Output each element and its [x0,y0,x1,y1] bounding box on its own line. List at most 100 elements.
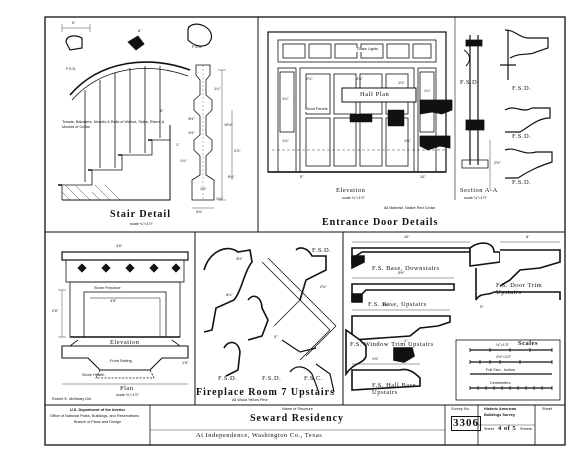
door-dim: 2½" [494,161,501,165]
door-dim: 5" [300,175,304,179]
moulding-dim: 5½" [398,271,405,275]
stair-dim: 6" [160,109,164,113]
moulding-dim: 9" [480,305,484,309]
scale-row: ¾"=1'0" [496,343,510,347]
moulding-label: F.S. Window Trim Upstairs [350,341,434,348]
entrance-door-title: Entrance Door Details [322,217,439,228]
stair-dim: 1½" [188,131,195,135]
agency-line: Office of National Parks, Buildings, and… [50,414,139,418]
stair-dim: 10½" [224,123,233,127]
stair-dim: 6" [138,29,142,33]
scale-row: Centimeters [490,381,511,385]
door-elevation-drawing [267,31,453,173]
title-block-lines [149,405,536,445]
front-setting-label: Front Setting [110,359,132,363]
stair-material-note: Treads, Balusters, Newels & Rails of Wal… [62,120,165,129]
door-profile-label: F.S.D. [512,85,532,92]
scale-row: Full Size - Inches [486,368,516,372]
fireplace-profile-label: F.S.C. [304,375,323,382]
door-profile-label: F.S.D. [512,179,532,186]
scales-box [455,339,561,401]
fireplace-dim: 4'8" [110,299,117,303]
stair-dim: 1" [176,143,180,147]
moulding-label: F.S. Base, Downstairs [372,265,440,272]
agency-line: Branch of Plans and Design [74,420,122,424]
moulding-label: F.S. Base, Upstairs [368,301,427,308]
section-aa-scale: scale ¾"=1'0" [464,196,487,200]
door-dim: 1¼" [424,89,431,93]
fireplace-dim: 1'8" [182,361,189,365]
building-location: At Independence, Washington Co., Texas [196,432,323,439]
survey-title-line: Historic American [484,407,517,411]
stair-dim: 5" [72,21,76,25]
door-profile-label: F.S.D. [460,79,480,86]
fireplace-profiles-drawing [203,247,337,393]
door-dim: 1⅛" [398,81,405,85]
door-dim: 2⅛" [306,77,313,81]
scales-title: Scales [518,340,538,347]
stair-newel-profile-label: F.S.D. [192,45,203,49]
stone-fireplace-label: Stone Fireplace [94,286,121,290]
moulding-dimension-lines [352,241,560,365]
stair-dim: 1¾" [180,159,187,163]
fireplace-profile-label: F.S.D. [262,375,282,382]
fireplace-plan-label: Plan [120,385,134,392]
moulding-profiles-drawing [345,242,561,391]
fireplace-elevation-drawing [58,251,189,338]
stair-dim: 1¾" [216,197,223,201]
glass-lights-label: Glass Lights [356,47,379,52]
stair-dim: 8¼" [228,175,235,179]
fireplace-dim: 2'6" [52,309,59,313]
door-elevation-scale: scale ¾"=1'0" [342,196,365,200]
sheet-of: 4 of 5 [498,425,517,432]
stair-dim: 2⅞" [234,149,241,153]
half-plan-label: Half Plan [360,91,390,98]
door-profiles-drawing [489,29,553,190]
sheet-no-label: Sheet [542,407,552,411]
survey-title-line: Buildings Survey [484,413,516,417]
moulding-dim: 8" [526,235,530,239]
sheet-border [44,16,566,446]
door-dim: 4⅞" [356,77,363,81]
moulding-dim: 3½" [382,303,389,307]
fireplace-dim: 5" [274,335,278,339]
moulding-dim: 1" [404,339,408,343]
fireplace-plan-scale: scale ¾"=1'0" [116,393,139,397]
moulding-label: F.S. Door Trim Upstairs [496,282,543,297]
section-aa-label: Section A-A [460,187,498,194]
stair-detail-title: Stair Detail [110,209,171,220]
sheet-suffix: Sheets [520,427,532,431]
survey-number: 3306 [451,416,481,431]
fireplace-wood-note: All Wood Yellow Pine [232,398,268,402]
fireplace-profile-label: F.S.D. [218,375,238,382]
stair-dim: 3¾" [196,210,203,214]
stair-dim: 3½" [188,117,195,121]
agency-line: U.S. Department of the Interior [70,408,126,412]
stair-drawing [58,23,233,209]
section-aa-drawing [461,35,489,169]
door-dim: 1¾" [282,139,289,143]
survey-no-label: Survey No. [451,407,470,411]
door-profile-label: F.S.D. [512,133,532,140]
moulding-dim: 10" [404,235,410,239]
stair-rail-profile-label: F.S.D. [66,67,77,71]
door-elevation-label: Elevation [336,187,366,194]
delineator-label: Robert E. McNeary Del. [52,397,93,401]
stone-hearth-label: Stone Hearth [82,373,105,377]
fireplace-dim: 4'6" [116,244,123,248]
fireplace-dim: 3½" [236,257,243,261]
door-dim: 10" [420,175,426,179]
name-of-structure-label: Name of Structure [282,407,313,411]
moulding-label: F.S. Hall Base Upstairs [372,382,417,397]
wood-panels-label: Wood Panels [304,107,329,112]
fireplace-profile-label: F.S.D. [312,247,332,254]
fireplace-dim: 2⅜" [320,285,327,289]
scale-row: 1½"=1'0" [496,355,512,359]
moulding-dim: 1⅝" [372,357,379,361]
sheet-label: Sheet [484,427,494,431]
stair-dim: 1¼" [214,87,221,91]
door-dim: 1¼" [282,97,289,101]
fireplace-dim: 6¼" [226,293,233,297]
fireplace-title: Fireplace Room 7 Upstairs [196,387,335,398]
